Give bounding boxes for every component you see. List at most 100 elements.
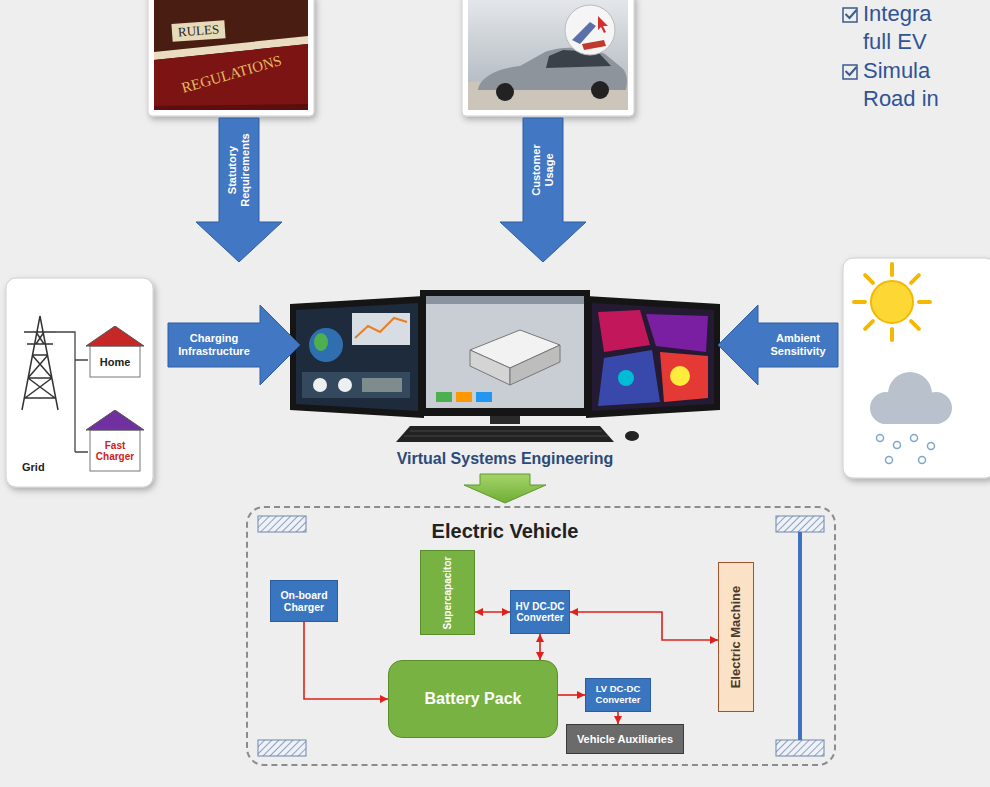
node-label: Electric Machine [729,586,744,689]
vehicle-boundary: On-board Charger Supercapacitor HV DC-DC C… [246,506,836,766]
workstation-monitors [426,296,584,408]
rules-book-photo [154,44,308,110]
node-label: Customer Usage [530,137,555,203]
checkbox-icon [843,8,857,79]
weather-panel-art [871,281,913,323]
bullet-text: Integra full EV [863,0,958,56]
rules-book-photo [148,0,314,116]
workstation-monitors [309,328,343,362]
power-link [617,712,619,724]
weather-panel-art [854,264,930,340]
weather-panel-art [928,443,935,450]
house-body [90,430,140,471]
weather-panel-art [843,258,990,478]
node-label: Ambient Sensitivity [765,332,831,357]
weather-panel-art [877,435,884,442]
flow-arrow [464,474,546,503]
workstation-monitors [296,303,418,411]
workstation-monitors [660,352,708,402]
vehicle-wheels [776,740,824,756]
charger-box: On-board Charger [270,580,338,622]
driver-car-photo [468,0,628,110]
rules-book-photo [148,0,314,116]
grid-panel-art [6,278,153,487]
auxiliaries-box: Vehicle Auxiliaries [566,724,684,754]
workstation-monitors [355,318,407,338]
weather-panel-art [877,435,935,464]
supercap-box: Supercapacitor [420,550,475,635]
weather-panel-art [911,435,918,442]
machine-box: Electric Machine [718,562,754,712]
driver-car-photo [462,0,634,116]
checkbox-icon [843,8,857,22]
power-link [475,611,510,613]
node-label: Supercapacitor [442,556,454,629]
battery-box: Battery Pack [388,660,558,738]
arrow-shape [168,305,300,385]
node-label: Home [90,346,140,378]
system-caption: Virtual Systems Engineering [397,450,614,468]
workstation-monitors [420,290,590,416]
driver-car-photo [598,16,608,33]
vehicle-wheels [258,740,306,756]
checkbox-icon [846,10,857,18]
grid-panel: HomeFast ChargerGrid [6,278,153,487]
workstation-monitors [313,378,327,392]
power-link [570,612,718,640]
node-label: Electric Vehicle [432,520,579,543]
workstation-monitors [586,296,720,418]
grid-panel-art [22,316,58,410]
workstation-monitors [290,290,720,442]
house-roof [86,326,144,346]
house-body [90,346,140,377]
arrow-shape [500,118,586,262]
driver-car-photo [572,22,596,44]
power-link [558,694,585,696]
weather-panel-art [919,457,926,464]
workstation-monitors [490,416,520,424]
weather-panel-art [894,442,901,449]
workstation-monitors [338,378,352,392]
arrow-shape [500,118,586,262]
checkbox-icon [846,67,857,75]
driver-car-photo [591,81,609,99]
grid-panel-art [6,278,153,487]
node-label: Fast Charger [90,430,140,472]
rules-book-photo [154,0,308,110]
home-house: Home [86,326,144,378]
input-arrow: Customer Usage [500,118,586,262]
weather-panel-art [911,275,919,283]
weather-panel-art [870,372,952,424]
input-arrow: Statutory Requirements [196,118,282,262]
workstation-monitors [592,303,714,411]
checkbox-icon [843,65,857,79]
workstation-monitors [404,431,608,436]
weather-panel-art [886,457,893,464]
workstation-monitors [598,310,650,352]
converter-box: HV DC-DC Converter [510,590,570,634]
weather-panel-art [890,329,894,340]
workstation-monitors [314,333,328,351]
workstation-monitors [396,426,614,442]
workstation-monitors [470,350,510,385]
bullet-text: Simula Road in [863,57,958,113]
driver-car-photo [582,40,606,50]
weather-panel-art [843,258,990,478]
house-shape [86,326,144,378]
workstation-monitors [352,313,410,345]
workstation-monitors [456,392,472,402]
weather-panel-art [865,275,873,283]
input-arrow: Ambient Sensitivity [718,305,838,385]
converter-box: LV DC-DC Converter [585,678,651,712]
driver-car-photo [462,0,634,116]
node-label: Battery Pack [425,690,522,708]
workstation-monitors [362,378,402,392]
weather-panel-art [919,300,930,304]
power-link [304,622,388,699]
vehicle-wheels [258,516,306,532]
node-label: On-board Charger [274,589,334,613]
arrow-shape [196,118,282,262]
workstation-monitors [436,392,452,402]
workstation-monitors [426,296,584,304]
grid-panel-art [56,332,88,452]
